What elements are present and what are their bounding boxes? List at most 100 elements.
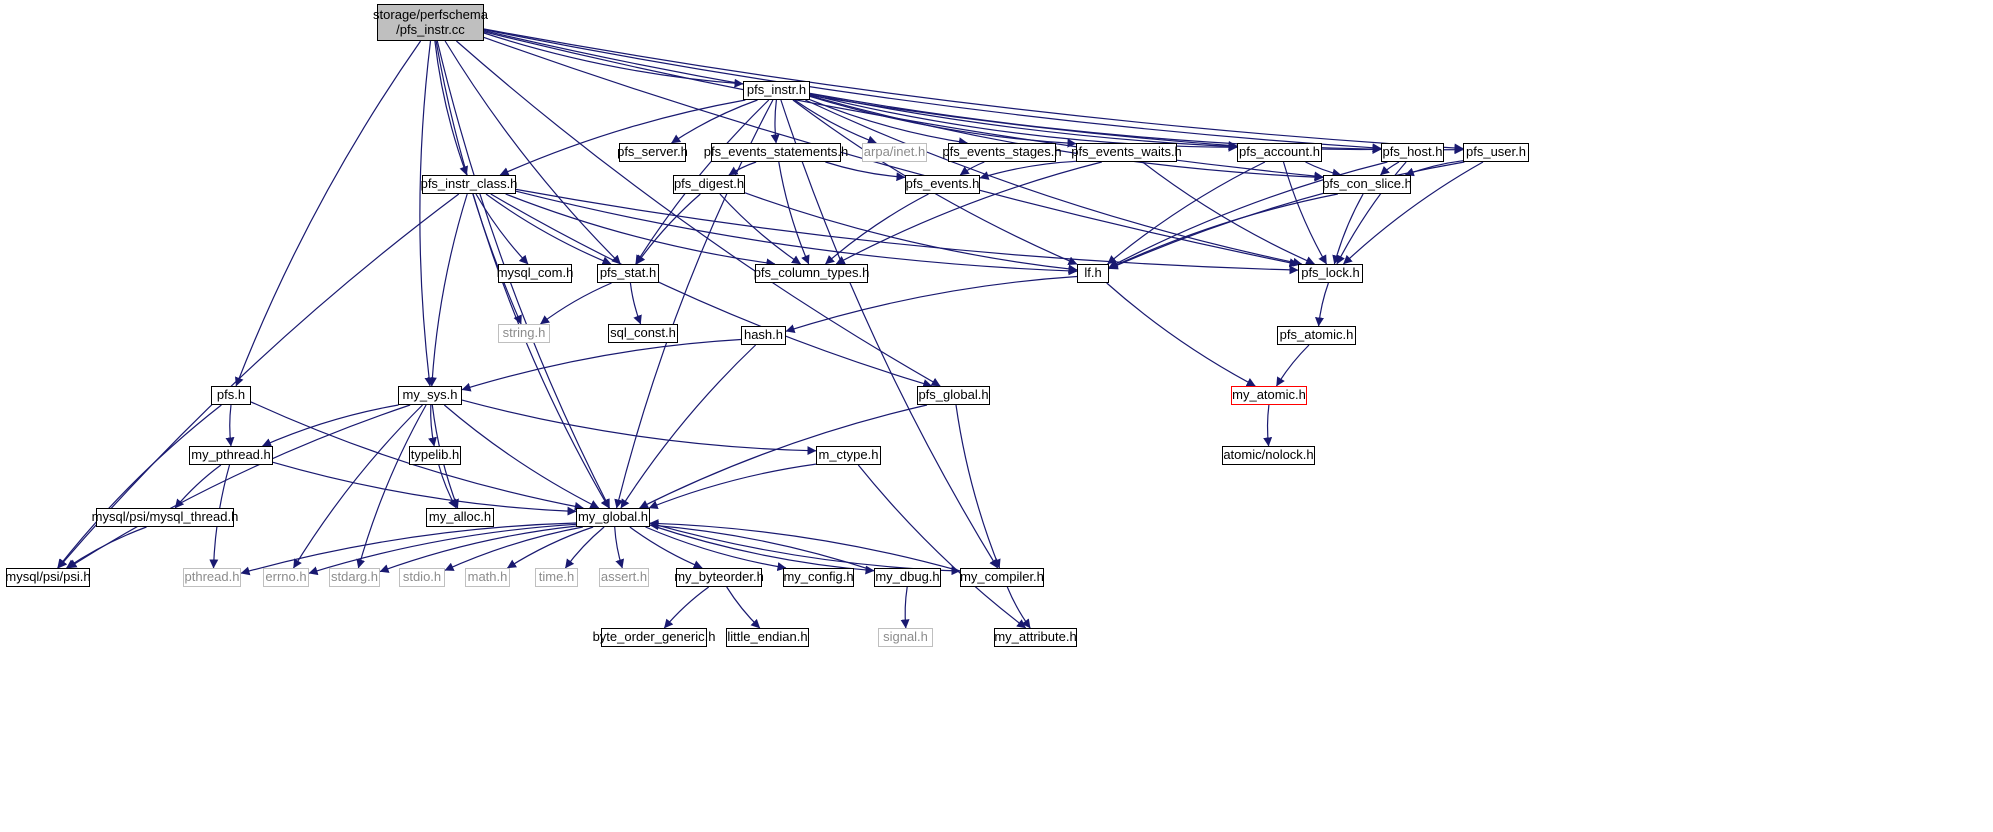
node-my-dbug-h[interactable]: my_dbug.h bbox=[874, 568, 941, 587]
node-pfs-events-h[interactable]: pfs_events.h bbox=[905, 175, 980, 194]
edge-hash-h-to-my-sys-h bbox=[461, 338, 742, 392]
edge-my-global-h-to-pthread-h bbox=[240, 522, 577, 576]
node-little-endian-h[interactable]: little_endian.h bbox=[726, 628, 809, 647]
edge-pfs-stat-h-to-string-h bbox=[540, 282, 612, 325]
edge-pfs-instr-h-to-pfs-events-stages-h bbox=[809, 99, 968, 147]
edge-pfs-account-h-to-pfs-lock-h bbox=[1282, 161, 1328, 265]
edge-pfs-instr-class-h-to-pfs-column-types-h bbox=[505, 193, 776, 268]
edge-root-to-my-sys-h bbox=[419, 40, 434, 387]
edge-pfs-stat-h-to-sql-const-h bbox=[629, 282, 642, 325]
node-psi-h[interactable]: mysql/psi/psi.h bbox=[5, 568, 91, 587]
node-pfs-con-slice-h[interactable]: pfs_con_slice.h bbox=[1322, 175, 1412, 194]
edge-pfs-instr-class-h-to-my-sys-h bbox=[427, 193, 468, 387]
node-my-attribute-h[interactable]: my_attribute.h bbox=[994, 628, 1077, 647]
node-pfs-h[interactable]: pfs.h bbox=[211, 386, 251, 405]
edge-pfs-events-waits-h-to-pfs-lock-h bbox=[1142, 161, 1315, 265]
node-pfs-atomic-h[interactable]: pfs_atomic.h bbox=[1277, 326, 1356, 345]
node-arpa-inet-h: arpa/inet.h bbox=[862, 143, 927, 162]
node-pfs-events-stages-h[interactable]: pfs_events_stages.h bbox=[942, 143, 1062, 162]
node-my-pthread-h[interactable]: my_pthread.h bbox=[189, 446, 273, 465]
edge-pfs-events-statements-h-to-pfs-column-types-h bbox=[778, 161, 810, 265]
edge-pfs-digest-h-to-pfs-column-types-h bbox=[719, 193, 801, 265]
edge-pfs-account-h-to-pfs-con-slice-h bbox=[1305, 161, 1342, 178]
edge-my-global-h-to-time-h bbox=[564, 526, 605, 569]
node-my-config-h[interactable]: my_config.h bbox=[783, 568, 854, 587]
node-pfs-global-h[interactable]: pfs_global.h bbox=[917, 386, 990, 405]
node-math-h: math.h bbox=[465, 568, 510, 587]
node-pfs-lock-h[interactable]: pfs_lock.h bbox=[1298, 264, 1363, 283]
edge-pfs-user-h-to-pfs-lock-h bbox=[1343, 161, 1484, 265]
edge-root-to-pfs-global-h bbox=[456, 40, 941, 387]
node-my-compiler-h[interactable]: my_compiler.h bbox=[960, 568, 1044, 587]
node-hash-h[interactable]: hash.h bbox=[741, 326, 786, 345]
node-assert-h: assert.h bbox=[599, 568, 649, 587]
node-my-global-h[interactable]: my_global.h bbox=[576, 508, 650, 527]
edge-pfs-host-h-to-pfs-con-slice-h bbox=[1380, 161, 1400, 176]
node-pfs-column-types-h[interactable]: pfs_column_types.h bbox=[754, 264, 869, 283]
edge-root-to-pfs-h bbox=[235, 40, 422, 387]
node-my-sys-h[interactable]: my_sys.h bbox=[398, 386, 462, 405]
edge-my-sys-h-to-stdarg-h bbox=[356, 404, 427, 569]
node-sql-const-h[interactable]: sql_const.h bbox=[608, 324, 678, 343]
edge-pfs-host-h-to-lf-h bbox=[1108, 161, 1388, 268]
node-lf-h[interactable]: lf.h bbox=[1077, 264, 1109, 283]
node-pfs-instr-class-h[interactable]: pfs_instr_class.h bbox=[421, 175, 517, 194]
edge-root-to-pfs-account-h bbox=[483, 30, 1238, 150]
node-m-ctype-h[interactable]: m_ctype.h bbox=[816, 446, 881, 465]
edge-pfs-con-slice-h-to-lf-h bbox=[1108, 193, 1338, 269]
edge-pfs-events-waits-h-to-pfs-events-h bbox=[979, 160, 1077, 180]
edge-pfs-instr-class-h-to-pfs-global-h bbox=[490, 193, 933, 388]
edge-my-sys-h-to-m-ctype-h bbox=[461, 399, 817, 456]
edge-pfs-h-to-psi-h bbox=[57, 404, 222, 569]
edge-pfs-lock-h-to-pfs-atomic-h bbox=[1315, 282, 1329, 327]
node-pfs-instr-h[interactable]: pfs_instr.h bbox=[743, 81, 810, 100]
node-pfs-events-statements-h[interactable]: pfs_events_statements.h bbox=[704, 143, 848, 162]
edge-pfs-instr-h-to-pfs-user-h bbox=[809, 92, 1464, 155]
edge-my-global-h-to-errno-h bbox=[308, 523, 577, 576]
edge-my-global-h-to-assert-h bbox=[614, 526, 625, 569]
node-pfs-server-h[interactable]: pfs_server.h bbox=[617, 143, 688, 162]
edge-m-ctype-h-to-my-global-h bbox=[648, 463, 817, 510]
edge-my-global-h-to-stdio-h bbox=[444, 526, 583, 571]
edge-pfs-instr-h-to-pfs-account-h bbox=[809, 94, 1238, 152]
edge-my-byteorder-h-to-byte-order-generic-h bbox=[663, 586, 710, 629]
node-signal-h: signal.h bbox=[878, 628, 933, 647]
node-byte-order-generic-h[interactable]: byte_order_generic.h bbox=[593, 628, 715, 647]
node-my-alloc-h[interactable]: my_alloc.h bbox=[426, 508, 494, 527]
edge-my-global-h-to-my-byteorder-h bbox=[629, 526, 703, 569]
edge-typelib-h-to-my-alloc-h bbox=[438, 464, 457, 509]
edge-my-sys-h-to-psi-h bbox=[67, 404, 411, 569]
node-string-h: string.h bbox=[498, 324, 550, 343]
edge-my-global-h-to-my-config-h bbox=[645, 526, 787, 572]
edge-my-sys-h-to-my-global-h bbox=[443, 404, 600, 509]
edge-pfs-instr-class-h-to-my-global-h bbox=[472, 193, 610, 509]
edge-pfs-events-statements-h-to-pfs-digest-h bbox=[728, 161, 757, 176]
edge-pfs-h-to-my-pthread-h bbox=[225, 404, 235, 447]
node-pfs-digest-h[interactable]: pfs_digest.h bbox=[673, 175, 745, 194]
node-mysql-com-h[interactable]: mysql_com.h bbox=[497, 264, 573, 283]
node-my-atomic-h[interactable]: my_atomic.h bbox=[1231, 386, 1307, 405]
node-time-h: time.h bbox=[535, 568, 578, 587]
node-pfs-host-h[interactable]: pfs_host.h bbox=[1381, 143, 1444, 162]
node-pfs-events-waits-h[interactable]: pfs_events_waits.h bbox=[1071, 143, 1182, 162]
edge-pfs-host-h-to-pfs-lock-h bbox=[1336, 161, 1407, 265]
node-pfs-stat-h[interactable]: pfs_stat.h bbox=[597, 264, 659, 283]
node-atomic-nolock-h[interactable]: atomic/nolock.h bbox=[1222, 446, 1315, 465]
node-stdio-h: stdio.h bbox=[399, 568, 445, 587]
node-mysql-thread-h[interactable]: mysql/psi/mysql_thread.h bbox=[92, 508, 238, 527]
edge-pfs-digest-h-to-pfs-stat-h bbox=[636, 193, 701, 265]
edge-my-pthread-h-to-mysql-thread-h bbox=[174, 464, 222, 509]
edge-pfs-instr-h-to-pfs-con-slice-h bbox=[809, 95, 1324, 182]
edge-pfs-instr-h-to-pfs-events-statements-h bbox=[770, 99, 780, 144]
node-typelib-h[interactable]: typelib.h bbox=[409, 446, 461, 465]
edge-pfs-instr-h-to-pfs-lock-h bbox=[805, 99, 1303, 267]
node-my-byteorder-h[interactable]: my_byteorder.h bbox=[674, 568, 764, 587]
edge-my-byteorder-h-to-little-endian-h bbox=[726, 586, 761, 629]
edge-my-dbug-h-to-my-global-h bbox=[649, 521, 875, 572]
edge-pfs-global-h-to-my-compiler-h bbox=[955, 404, 1001, 569]
edge-my-pthread-h-to-my-global-h bbox=[272, 461, 577, 516]
node-pfs-user-h[interactable]: pfs_user.h bbox=[1463, 143, 1529, 162]
node-pfs-account-h[interactable]: pfs_account.h bbox=[1237, 143, 1322, 162]
